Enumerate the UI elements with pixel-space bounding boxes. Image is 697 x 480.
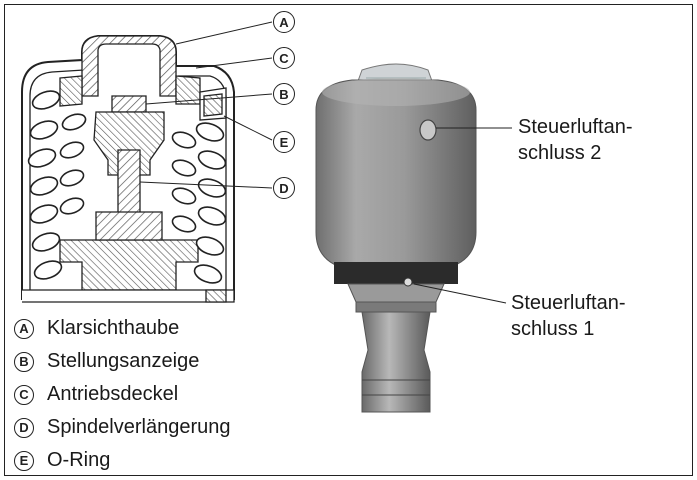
port-leaders [413,127,512,304]
legend-text-e: O-Ring [47,449,111,471]
callout-leaders [139,21,273,189]
port-1-label: Steuerluftan- schluss 1 [511,290,626,342]
legend-letter-b: B [14,351,34,372]
legend-letter-e: E [14,450,34,471]
legend-letter-a: A [14,318,34,339]
callout-c: C [273,47,295,69]
legend-item-b: B Stellungsanzeige [14,345,230,378]
port-2-label: Steuerluftan- schluss 2 [518,114,633,166]
port-2-line2: schluss 2 [518,142,602,164]
port-1-line2: schluss 1 [511,318,595,340]
legend-item-c: C Antriebsdeckel [14,378,230,411]
legend-letter-d: D [14,417,34,438]
callout-e: E [273,131,295,153]
legend-text-d: Spindelverlängerung [47,416,231,438]
callout-d: D [273,177,295,199]
cross-section-drawing [21,35,235,303]
legend-item-d: D Spindelverlängerung [14,411,230,444]
legend-text-b: Stellungsanzeige [47,350,200,372]
legend-letter-c: C [14,384,34,405]
legend-item-e: E O-Ring [14,444,230,477]
legend-text-c: Antriebsdeckel [47,383,179,405]
callout-b: B [273,83,295,105]
legend-item-a: A Klarsichthaube [14,312,230,345]
legend-text-a: Klarsichthaube [47,317,180,339]
legend: A Klarsichthaube B Stellungsanzeige C An… [14,312,230,477]
callout-a: A [273,11,295,33]
port-2-line1: Steuerluftan- [518,116,633,138]
spring-coils [27,90,227,284]
actuator-exterior [315,63,477,413]
port-1-line1: Steuerluftan- [511,292,626,314]
